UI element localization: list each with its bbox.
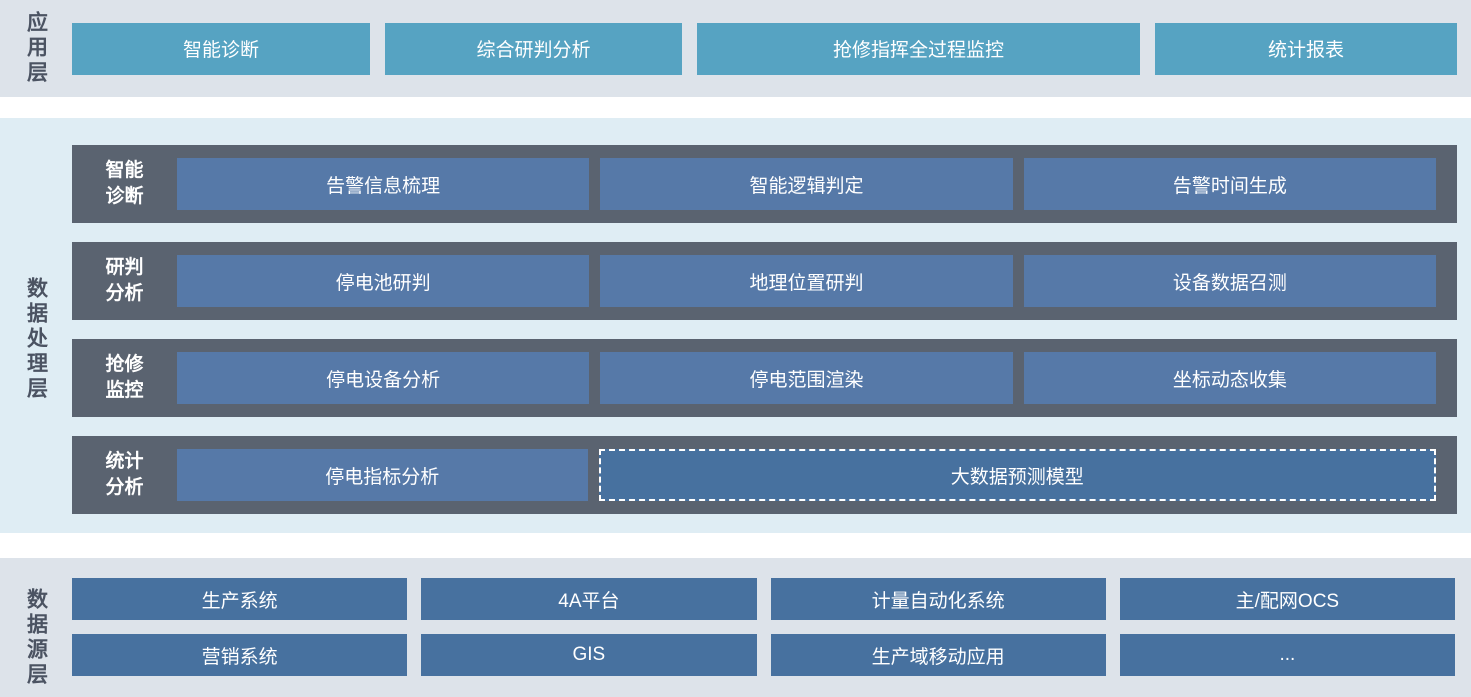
application-layer-label: 应用层 <box>24 11 48 86</box>
datasource-layer-label-column: 数据源层 <box>0 578 72 697</box>
band-divider <box>0 97 1471 118</box>
app-box-intelligent-diagnosis: 智能诊断 <box>72 22 370 75</box>
application-layer-band: 应用层 智能诊断 综合研判分析 抢修指挥全过程监控 统计报表 <box>0 0 1471 97</box>
proc-box-device-data-telemetry: 设备数据召测 <box>1023 255 1436 307</box>
proc-box-alarm-info-sorting: 告警信息梳理 <box>177 158 590 210</box>
processing-layer-band: 数据处理层 智能 诊断 告警信息梳理 智能逻辑判定 告警时间生成 研判 分析 停… <box>0 118 1471 533</box>
src-box-production-mobile-app: 生产域移动应用 <box>770 634 1106 676</box>
processing-row-intelligent-diagnosis: 智能 诊断 告警信息梳理 智能逻辑判定 告警时间生成 <box>72 145 1457 223</box>
row-label: 研判 分析 <box>105 257 144 304</box>
proc-box-outage-indicator-analysis: 停电指标分析 <box>177 449 588 501</box>
src-box-ellipsis: ... <box>1119 634 1455 676</box>
proc-box-outage-analysis: 停电池研判 <box>177 255 590 307</box>
datasource-grid: 生产系统 4A平台 计量自动化系统 主/配网OCS 营销系统 GIS 生产域移动… <box>72 578 1471 697</box>
app-box-statistical-reports: 统计报表 <box>1155 22 1457 75</box>
src-box-4a-platform: 4A平台 <box>421 578 757 620</box>
row-boxes: 停电池研判 地理位置研判 设备数据召测 <box>177 255 1457 307</box>
application-layer-label-column: 应用层 <box>0 0 72 97</box>
proc-box-geographic-location-analysis: 地理位置研判 <box>600 255 1013 307</box>
src-box-production-system: 生产系统 <box>72 578 408 620</box>
src-box-gis: GIS <box>421 634 757 676</box>
processing-layer-label-column: 数据处理层 <box>0 145 72 533</box>
processing-row-statistical-analysis: 统计 分析 停电指标分析 大数据预测模型 <box>72 436 1457 514</box>
datasource-row: 生产系统 4A平台 计量自动化系统 主/配网OCS <box>72 578 1455 620</box>
datasource-row: 营销系统 GIS 生产域移动应用 ... <box>72 634 1455 676</box>
row-boxes: 停电指标分析 大数据预测模型 <box>177 449 1457 501</box>
row-boxes: 停电设备分析 停电范围渲染 坐标动态收集 <box>177 352 1457 404</box>
row-label: 智能 诊断 <box>105 160 144 207</box>
proc-box-outage-device-analysis: 停电设备分析 <box>177 352 590 404</box>
application-layer-boxes: 智能诊断 综合研判分析 抢修指挥全过程监控 统计报表 <box>72 0 1471 97</box>
processing-rows: 智能 诊断 告警信息梳理 智能逻辑判定 告警时间生成 研判 分析 停电池研判 地… <box>72 145 1471 533</box>
app-box-comprehensive-analysis: 综合研判分析 <box>385 22 682 75</box>
proc-box-alarm-time-generation: 告警时间生成 <box>1023 158 1436 210</box>
processing-row-repair-monitoring: 抢修 监控 停电设备分析 停电范围渲染 坐标动态收集 <box>72 339 1457 417</box>
row-label: 统计 分析 <box>105 451 144 498</box>
proc-box-big-data-prediction-model: 大数据预测模型 <box>598 449 1436 501</box>
row-label: 抢修 监控 <box>105 354 144 401</box>
processing-row-analysis: 研判 分析 停电池研判 地理位置研判 设备数据召测 <box>72 242 1457 320</box>
proc-box-outage-range-rendering: 停电范围渲染 <box>600 352 1013 404</box>
src-box-main-distribution-ocs: 主/配网OCS <box>1119 578 1455 620</box>
src-box-metering-automation-system: 计量自动化系统 <box>770 578 1106 620</box>
datasource-layer-band: 数据源层 生产系统 4A平台 计量自动化系统 主/配网OCS 营销系统 GIS … <box>0 558 1471 697</box>
processing-layer-label: 数据处理层 <box>24 276 48 402</box>
proc-box-coordinate-dynamic-collection: 坐标动态收集 <box>1023 352 1436 404</box>
src-box-marketing-system: 营销系统 <box>72 634 408 676</box>
row-boxes: 告警信息梳理 智能逻辑判定 告警时间生成 <box>177 158 1457 210</box>
datasource-layer-label: 数据源层 <box>24 587 48 688</box>
band-divider <box>0 533 1471 558</box>
app-box-repair-command-monitoring: 抢修指挥全过程监控 <box>697 22 1140 75</box>
proc-box-intelligent-logic-judgment: 智能逻辑判定 <box>600 158 1013 210</box>
